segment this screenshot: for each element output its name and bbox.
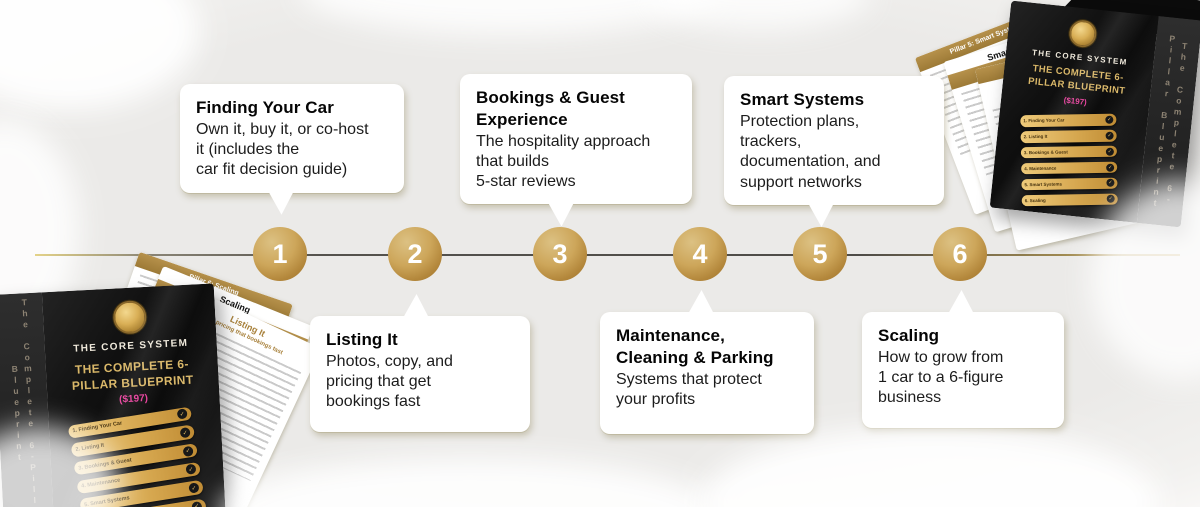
callout-finding-your-car: Finding Your Car Own it, buy it, or co-h… <box>180 84 404 215</box>
callout-maintenance-cleaning-parking: Maintenance, Cleaning & Parking Systems … <box>600 290 814 434</box>
blueprint-box: THE CORE SYSTEM THE COMPLETE 6- PILLAR B… <box>989 0 1200 228</box>
timeline-node-4: 4 <box>673 227 727 281</box>
check-icon: ✓ <box>176 408 188 421</box>
callout-title: Maintenance, Cleaning & Parking <box>616 326 774 367</box>
check-icon: ✓ <box>179 427 191 439</box>
timeline-node-1: 1 <box>253 227 307 281</box>
callout-tail <box>548 202 574 227</box>
callout-tail <box>948 290 974 314</box>
blueprint-box: The Complete 6-Pillar Blueprint THE CORE… <box>0 283 227 507</box>
callout-tail <box>268 190 294 215</box>
pill-label: 5. Smart Systems <box>1024 181 1063 187</box>
pill-label: 4. Maintenance <box>1024 165 1057 171</box>
callout-tail <box>403 294 429 318</box>
check-icon: ✓ <box>185 464 197 476</box>
callout-body: Systems that protect your profits <box>616 370 762 408</box>
pill-label: 3. Bookings & Guest <box>78 457 133 472</box>
pillar-pill: 4. Maintenance ✓ <box>1021 161 1118 175</box>
node-number: 3 <box>552 238 568 269</box>
pillar-pill: 2. Listing It ✓ <box>1020 129 1117 143</box>
pill-label: 6. Scaling <box>1024 197 1046 203</box>
pill-label: 4. Maintenance <box>80 478 121 491</box>
pill-label: 2. Listing It <box>75 442 105 454</box>
spine-label: The Complete 6-Pillar Blueprint <box>9 296 42 507</box>
box-front-panel: THE CORE SYSTEM THE COMPLETE 6- PILLAR B… <box>989 0 1159 223</box>
check-icon: ✓ <box>1106 162 1115 171</box>
check-icon: ✓ <box>1105 115 1114 124</box>
check-icon: ✓ <box>182 445 194 458</box>
grunge-texture <box>300 0 720 35</box>
pillar-pill: 6. Scaling ✓ <box>1021 192 1118 206</box>
box-title: THE COMPLETE 6- PILLAR BLUEPRINT <box>71 356 194 394</box>
grunge-texture <box>650 0 870 30</box>
callout-title: Listing It <box>326 330 398 349</box>
check-icon: ✓ <box>188 482 200 495</box>
pill-label: 2. Listing It <box>1023 133 1048 140</box>
callout-listing-it: Listing It Photos, copy, and pricing tha… <box>310 294 530 432</box>
brand-name: THE CORE SYSTEM <box>1031 48 1128 67</box>
grunge-texture <box>700 427 1160 507</box>
callout-bookings-guest-experience: Bookings & Guest Experience The hospital… <box>460 74 692 227</box>
callout-scaling: Scaling How to grow from 1 car to a 6-fi… <box>862 290 1064 428</box>
timeline-node-5: 5 <box>793 227 847 281</box>
callout-body: Protection plans, trackers, documentatio… <box>740 112 881 191</box>
box-title: THE COMPLETE 6- PILLAR BLUEPRINT <box>1027 63 1126 97</box>
pillar-pill-list: 1. Finding Your Car ✓ 2. Listing It ✓ 3. B… <box>67 404 207 507</box>
grunge-texture <box>220 457 720 507</box>
node-number: 1 <box>272 238 288 269</box>
check-icon: ✓ <box>1105 131 1114 140</box>
check-icon: ✓ <box>191 501 203 507</box>
callout-body: Photos, copy, and pricing that get booki… <box>326 352 453 411</box>
check-icon: ✓ <box>1105 146 1115 156</box>
pill-label: 5. Smart Systems <box>83 495 131 507</box>
callout-body: Own it, buy it, or co-host it (includes … <box>196 120 369 179</box>
callout-title: Scaling <box>878 326 940 345</box>
callout-smart-systems: Smart Systems Protection plans, trackers… <box>724 76 944 227</box>
timeline-node-2: 2 <box>388 227 442 281</box>
check-icon: ✓ <box>1106 178 1115 187</box>
pillar-pill: 1. Finding Your Car ✓ <box>1020 113 1117 127</box>
node-number: 4 <box>692 238 708 269</box>
callout-body: How to grow from 1 car to a 6-figure bus… <box>878 348 1004 407</box>
brand-coin-icon <box>111 299 147 335</box>
product-mockup-top-right: Pillar 5: Smart Systems Smart Systems Pi… <box>914 0 1200 251</box>
pill-label: 3. Bookings & Guest <box>1023 149 1068 156</box>
pillar-pill-list: 1. Finding Your Car ✓ 2. Listing It ✓ 3. B… <box>1020 111 1118 208</box>
callout-title: Smart Systems <box>740 90 865 109</box>
product-mockup-bottom-left: Pillar 6: Scaling Scaling Pillar 4: Main… <box>0 251 322 507</box>
timeline-node-6: 6 <box>933 227 987 281</box>
callout-title: Finding Your Car <box>196 98 334 117</box>
pill-label: 1. Finding Your Car <box>72 421 123 435</box>
node-number: 2 <box>407 238 423 269</box>
box-price: ($197) <box>118 393 149 406</box>
timeline-node-3: 3 <box>533 227 587 281</box>
box-front-panel: THE CORE SYSTEM THE COMPLETE 6- PILLAR B… <box>41 283 227 507</box>
pillar-pill: 3. Bookings & Guest ✓ <box>1020 145 1118 159</box>
brand-name: THE CORE SYSTEM <box>73 337 189 355</box>
pill-label: 1. Finding Your Car <box>1023 117 1065 124</box>
timeline-line <box>35 254 1180 256</box>
grunge-texture <box>0 0 200 110</box>
callout-tail <box>688 290 714 314</box>
check-icon: ✓ <box>1106 194 1115 203</box>
callout-title: Bookings & Guest Experience <box>476 88 625 129</box>
box-price: ($197) <box>1063 95 1088 107</box>
brand-coin-icon <box>1067 18 1098 49</box>
callout-body: The hospitality approach that builds 5-s… <box>476 132 651 191</box>
node-number: 6 <box>952 238 968 269</box>
node-number: 5 <box>812 238 828 269</box>
pillar-pill: 5. Smart Systems ✓ <box>1021 176 1118 191</box>
callout-tail <box>808 203 834 227</box>
